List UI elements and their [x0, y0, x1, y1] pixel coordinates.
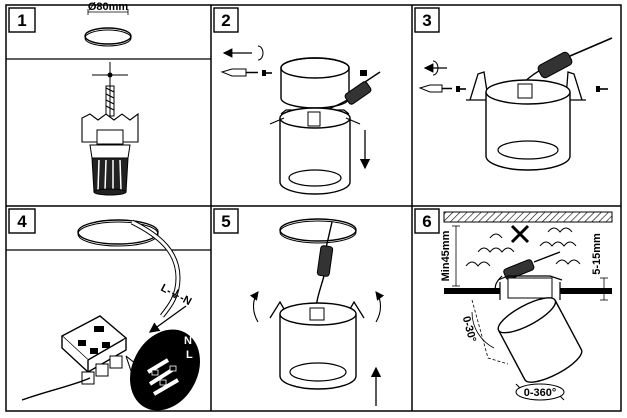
step-4-number-box — [8, 208, 36, 234]
drill-body — [89, 129, 131, 196]
ceiling-board — [444, 275, 612, 300]
ceiling-hole-5 — [279, 218, 357, 244]
no-insulation-cross-icon — [510, 224, 530, 244]
panel-step-5: 5 — [213, 208, 385, 406]
tilt-label: 0-30° — [460, 315, 478, 344]
step-6-number: 6 — [422, 212, 431, 231]
panel-step-3: 3 — [414, 7, 613, 171]
cable-connector — [321, 70, 381, 113]
panel-step-1: 1 Ø80mm — [6, 1, 211, 196]
screwdriver-icon — [220, 68, 258, 77]
rotate-label: 0-360° — [524, 387, 557, 399]
rotate-arrow-icon — [222, 45, 264, 61]
screwdriver-icon-3 — [418, 84, 466, 93]
diameter-label: Ø80mm — [88, 1, 129, 13]
mains-cable — [130, 219, 181, 318]
ceiling-cutout-disc — [84, 27, 132, 47]
min-depth-label: Min45mm — [440, 230, 452, 281]
terminal-n-label: N — [184, 335, 192, 347]
step-1-number-box — [8, 7, 36, 33]
insulation-coils — [465, 227, 581, 267]
step-6-number-box — [414, 208, 440, 234]
step-5-number: 5 — [221, 212, 230, 231]
clip-rotate-arrow-right — [375, 291, 385, 323]
lamp-body-5 — [279, 302, 357, 390]
panel-step-2: 2 — [213, 7, 381, 195]
step-1-number: 1 — [17, 11, 26, 30]
screw-icon-right — [596, 86, 608, 92]
rotate-arrow-icon-3 — [423, 60, 447, 76]
zoom-detail — [125, 329, 200, 411]
diameter-dimension: Ø80mm — [87, 1, 129, 15]
min-depth-dimension: Min45mm — [440, 225, 460, 287]
step-5-number-box — [213, 208, 239, 234]
drill-icon — [92, 62, 128, 118]
step-2-number-box — [213, 7, 239, 33]
panel-step-6: 6 — [414, 208, 613, 401]
step-2-number: 2 — [221, 11, 230, 30]
step-3-number-box — [414, 7, 440, 33]
thickness-label: 5-15mm — [591, 233, 603, 275]
clip-rotate-arrow-left — [249, 291, 259, 323]
lamp-lead-cable — [21, 377, 91, 401]
ceiling-hole-4 — [77, 219, 159, 247]
rotation-indicator: 0-360° — [515, 383, 565, 401]
terminal-block — [60, 315, 128, 385]
ceiling-slab — [443, 211, 613, 223]
board-thickness-dimension: 5-15mm — [591, 233, 608, 301]
lamp-cover-ring — [280, 57, 350, 109]
panel-step-4: 4 L-⏚-N — [6, 208, 211, 411]
outer-frame — [5, 4, 622, 412]
terminal-l-label: L — [186, 349, 193, 361]
insert-arrow-icon — [148, 305, 187, 333]
tilted-lamp — [497, 297, 583, 383]
lamp-body — [269, 107, 361, 195]
screw-icon — [262, 70, 272, 76]
step-4-number: 4 — [17, 212, 27, 231]
step-3-number: 3 — [422, 11, 431, 30]
lamp-body-3 — [485, 79, 571, 171]
